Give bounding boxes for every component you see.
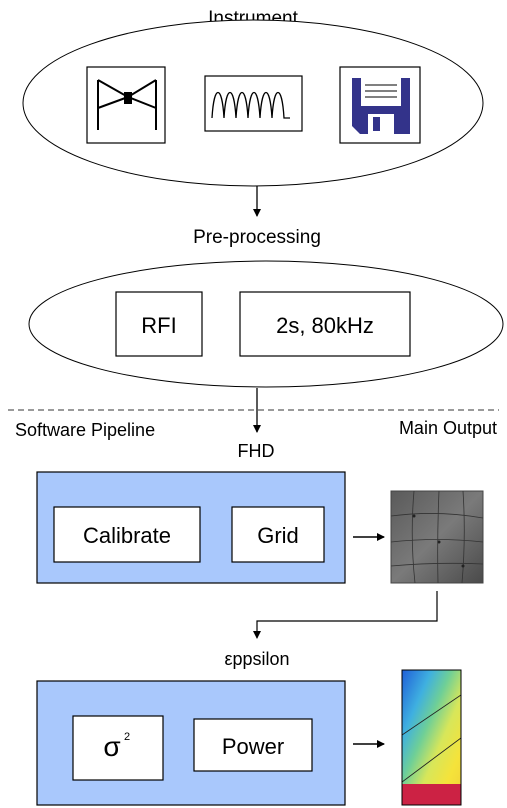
- preprocessing-title: Pre-processing: [193, 227, 321, 248]
- software-pipeline-label: Software Pipeline: [15, 420, 155, 440]
- sigma-exponent: 2: [124, 731, 130, 743]
- sigma-squared-box: [72, 715, 164, 781]
- spectrum-icon: [204, 75, 303, 132]
- floppy-disk-icon: [339, 66, 421, 144]
- calibrate-label: Calibrate: [83, 523, 171, 548]
- power-box: [193, 718, 313, 772]
- main-output-label: Main Output: [399, 418, 497, 438]
- grid-box: [231, 506, 325, 563]
- averaging-box: [239, 291, 411, 357]
- grid-label: Grid: [257, 523, 299, 548]
- antenna-icon: [86, 66, 166, 144]
- averaging-label: 2s, 80kHz: [276, 313, 374, 338]
- calibrate-box: [53, 506, 201, 563]
- fhd-output-image: [390, 490, 484, 584]
- sigma-symbol: σ: [103, 731, 120, 762]
- connector-fhd-to-eppsilon: [253, 591, 438, 639]
- rfi-label: RFI: [141, 313, 176, 338]
- fhd-title: FHD: [238, 441, 275, 461]
- eppsilon-title: εppsilon: [224, 649, 289, 669]
- rfi-box: [115, 291, 203, 357]
- power-spectrum-image: [401, 669, 462, 806]
- power-label: Power: [222, 734, 284, 759]
